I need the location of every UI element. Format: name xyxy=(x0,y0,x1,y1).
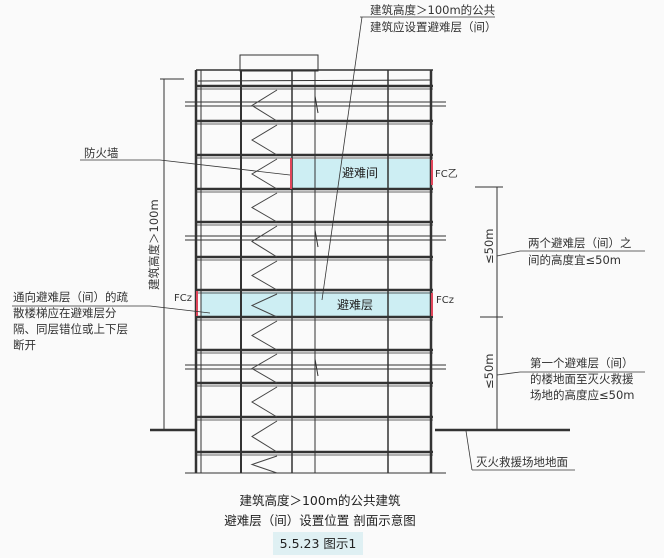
refuge-floor-fill xyxy=(201,292,431,317)
stair-flight xyxy=(251,89,278,122)
figure-badge: 5.5.23 图示1 xyxy=(273,532,363,555)
top-note-line2: 建筑应设置避难层（间） xyxy=(370,20,497,34)
caption-line1: 建筑高度＞100m的公共建筑 xyxy=(239,493,401,508)
break-mark xyxy=(314,358,319,377)
refuge-floor-label: 避难层 xyxy=(337,298,374,312)
stair-flight xyxy=(250,293,278,318)
penthouse xyxy=(239,54,319,72)
stair-flight xyxy=(251,225,278,258)
top-note-line1: 建筑高度＞100m的公共 xyxy=(370,3,496,17)
caption-line2: 避难层（间）设置位置 剖面示意图 xyxy=(224,513,416,528)
refuge-room-label: 避难间 xyxy=(342,166,379,180)
stair-flight xyxy=(251,124,278,156)
stair-flight xyxy=(251,420,278,453)
top-note-leader xyxy=(321,16,363,301)
stair-flight xyxy=(250,455,278,474)
stair-flight xyxy=(251,386,278,418)
stair-flight xyxy=(251,158,278,190)
between-note-line2: 间的高度宜≤50m xyxy=(528,253,621,267)
first-note-line1: 第一个避难层（间） xyxy=(530,356,634,370)
fc-label-right: FCz xyxy=(436,295,454,306)
stair-flight xyxy=(251,353,278,384)
stair-note-line1: 通向避难层（间）的疏 xyxy=(13,290,128,304)
stair-flight xyxy=(251,260,278,291)
break-mark xyxy=(314,229,319,248)
dim-50-upper: ≤50m xyxy=(482,228,496,264)
stair-note-line2: 散楼梯应在避难层分 xyxy=(13,306,117,320)
first-leader xyxy=(496,371,521,376)
firewall-leader xyxy=(159,159,291,176)
height-dimension-label: 建筑高度＞100m xyxy=(147,199,161,290)
stair-note-leader xyxy=(149,305,211,314)
stair-flight xyxy=(251,320,278,351)
fc-label-room: FC乙 xyxy=(435,169,458,180)
dim-50-lower: ≤50m xyxy=(482,353,496,389)
firewall-label: 防火墙 xyxy=(84,146,119,160)
ground-leader xyxy=(465,430,473,471)
fc-label-left: FCz xyxy=(174,293,192,304)
stair-flight xyxy=(251,192,278,223)
first-note-line2: 的楼地面至灭火救援 xyxy=(530,372,634,386)
between-leader xyxy=(496,250,521,257)
stair-note-line3: 隔、同层错位或上下层 xyxy=(13,322,128,336)
first-note-line3: 场地的高度应≤50m xyxy=(530,388,635,402)
break-mark xyxy=(314,95,319,114)
stair-note-line4: 断开 xyxy=(13,338,36,352)
between-note-line1: 两个避难层（间）之 xyxy=(528,236,632,250)
ground-note: 灭火救援场地地面 xyxy=(476,455,568,469)
